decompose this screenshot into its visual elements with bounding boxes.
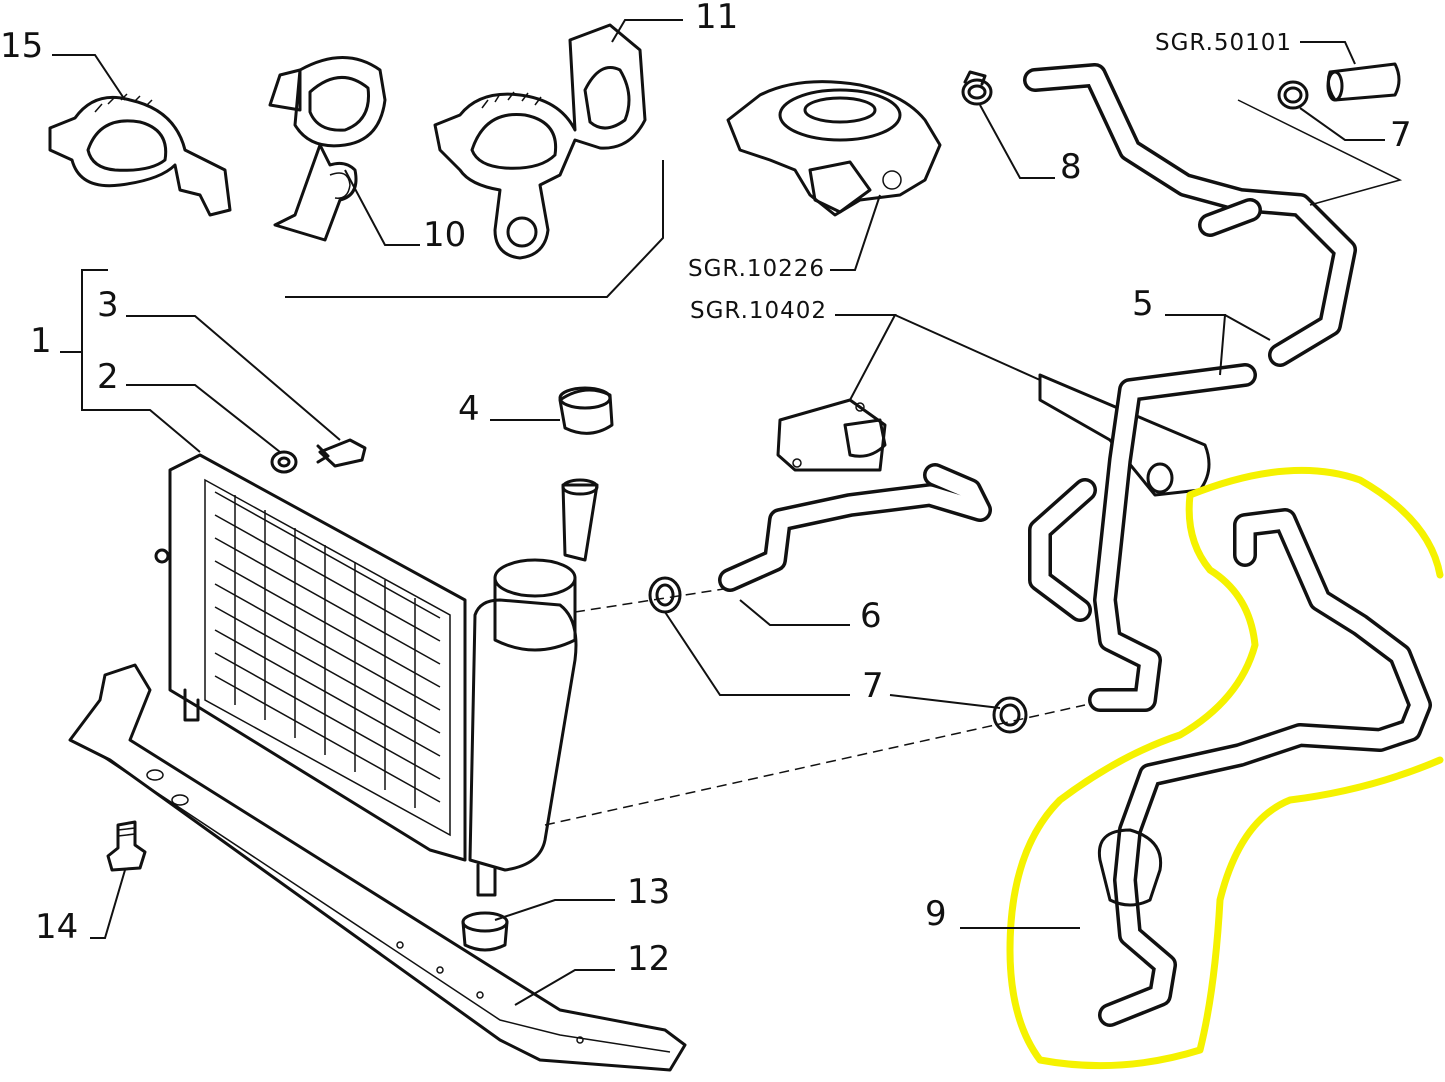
part-sgr10226-throttle-body[interactable]: [726, 80, 942, 217]
phantom-line-7-left: [574, 587, 731, 613]
part-1-expansion-tank[interactable]: [468, 478, 599, 897]
label-7-middle: 7: [862, 666, 884, 706]
part-1-radiator[interactable]: [154, 453, 467, 862]
leader-13: [494, 899, 615, 921]
label-6: 6: [860, 596, 882, 636]
label-sgr50101: SGR.50101: [1155, 30, 1292, 56]
part-7-clip-middle-right[interactable]: [992, 696, 1028, 734]
label-14: 14: [35, 907, 78, 947]
leader-10: [344, 169, 420, 246]
part-13-rubber-grommet[interactable]: [461, 911, 509, 952]
leader-7-middle: [664, 611, 1001, 709]
leader-6: [739, 599, 850, 626]
part-7-clip-top[interactable]: [1277, 80, 1309, 110]
part-12-lower-crossmember[interactable]: [68, 663, 687, 1072]
leader-sgr10402: [835, 314, 1041, 401]
hose-9-highlight-outline: [1006, 466, 1444, 1070]
label-4: 4: [458, 389, 480, 429]
leader-7-top: [1299, 107, 1385, 141]
radiator-core-mesh: [214, 491, 441, 808]
part-8-hose-clip[interactable]: [961, 70, 993, 106]
label-15: 15: [0, 26, 43, 66]
bracket-group-leader: [285, 160, 664, 298]
part-9-lower-hose[interactable]: [1097, 508, 1432, 1027]
leader-sgr10226: [830, 194, 881, 271]
label-12: 12: [627, 939, 670, 979]
leader-11: [611, 19, 683, 43]
leader-sgr50101: [1300, 41, 1356, 65]
part-4-pressure-cap[interactable]: [558, 386, 614, 435]
label-1: 1: [30, 321, 52, 361]
label-7-top: 7: [1390, 115, 1412, 155]
part-11-double-hose-bracket[interactable]: [433, 23, 647, 260]
leader-14: [90, 869, 126, 939]
label-3: 3: [97, 285, 119, 325]
label-sgr10226: SGR.10226: [688, 256, 825, 282]
phantom-line-7-right: [544, 704, 1086, 826]
leader-8: [979, 104, 1055, 179]
leader-5: [1165, 314, 1271, 376]
label-9: 9: [925, 894, 947, 934]
part-sgr50101-hose-connector[interactable]: [1326, 62, 1401, 102]
part-14-drain-bolt[interactable]: [106, 820, 147, 872]
leader-2: [126, 384, 281, 453]
part-3-temperature-sensor[interactable]: [316, 438, 367, 468]
part-7-clip-middle-left[interactable]: [648, 576, 682, 614]
part-sgr10402-pipe-fitting[interactable]: [1038, 373, 1211, 497]
label-8: 8: [1060, 147, 1082, 187]
leader-15: [52, 54, 126, 101]
label-13: 13: [627, 872, 670, 912]
leader-3: [126, 315, 341, 441]
part-15-hose-bracket[interactable]: [48, 93, 232, 217]
part-2-washer[interactable]: [270, 450, 298, 474]
label-11: 11: [695, 0, 738, 37]
part-5-water-pipe[interactable]: [1028, 363, 1257, 712]
label-5: 5: [1132, 284, 1154, 324]
label-2: 2: [97, 357, 119, 397]
part-10-hose-clamp[interactable]: [268, 56, 387, 242]
part-5-upper-hose-assembly[interactable]: [1023, 63, 1357, 367]
leader-1-bracket: [81, 269, 201, 453]
label-sgr10402: SGR.10402: [690, 298, 827, 324]
phantom-line-top-right: [1237, 99, 1403, 206]
label-10: 10: [423, 215, 466, 255]
part-sgr10402-thermostat-housing[interactable]: [776, 398, 887, 472]
leader-12: [514, 969, 615, 1006]
part-6-radiator-hose[interactable]: [718, 463, 992, 592]
